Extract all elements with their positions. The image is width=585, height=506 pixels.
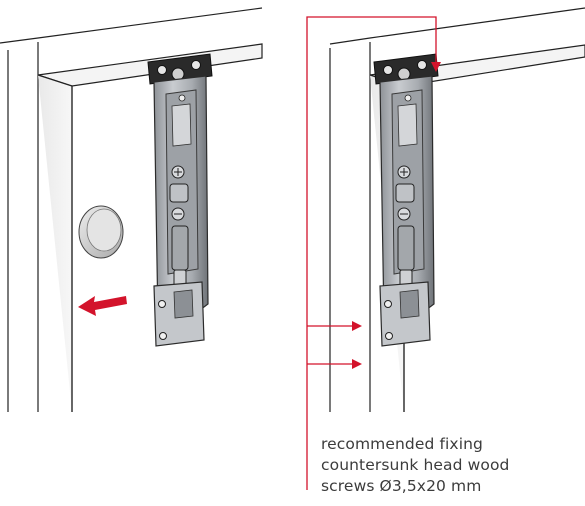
right-cabinet-frame	[329, 7, 585, 412]
annotation-line-1: recommended fixing	[321, 435, 483, 453]
fixing-callout-lines	[306, 16, 437, 490]
fixing-screw-annotation: recommended fixing countersunk head wood…	[321, 434, 581, 497]
left-cabinet-frame	[0, 7, 263, 412]
callout-arrowheads	[352, 62, 441, 369]
annotation-line-3: screws Ø3,5x20 mm	[321, 477, 482, 495]
annotation-line-2: countersunk head wood	[321, 456, 510, 474]
cover-knob	[78, 205, 124, 259]
left-hinge-bracket	[147, 53, 213, 347]
right-hinge-bracket	[373, 53, 439, 347]
left-arrow-icon	[78, 296, 127, 316]
